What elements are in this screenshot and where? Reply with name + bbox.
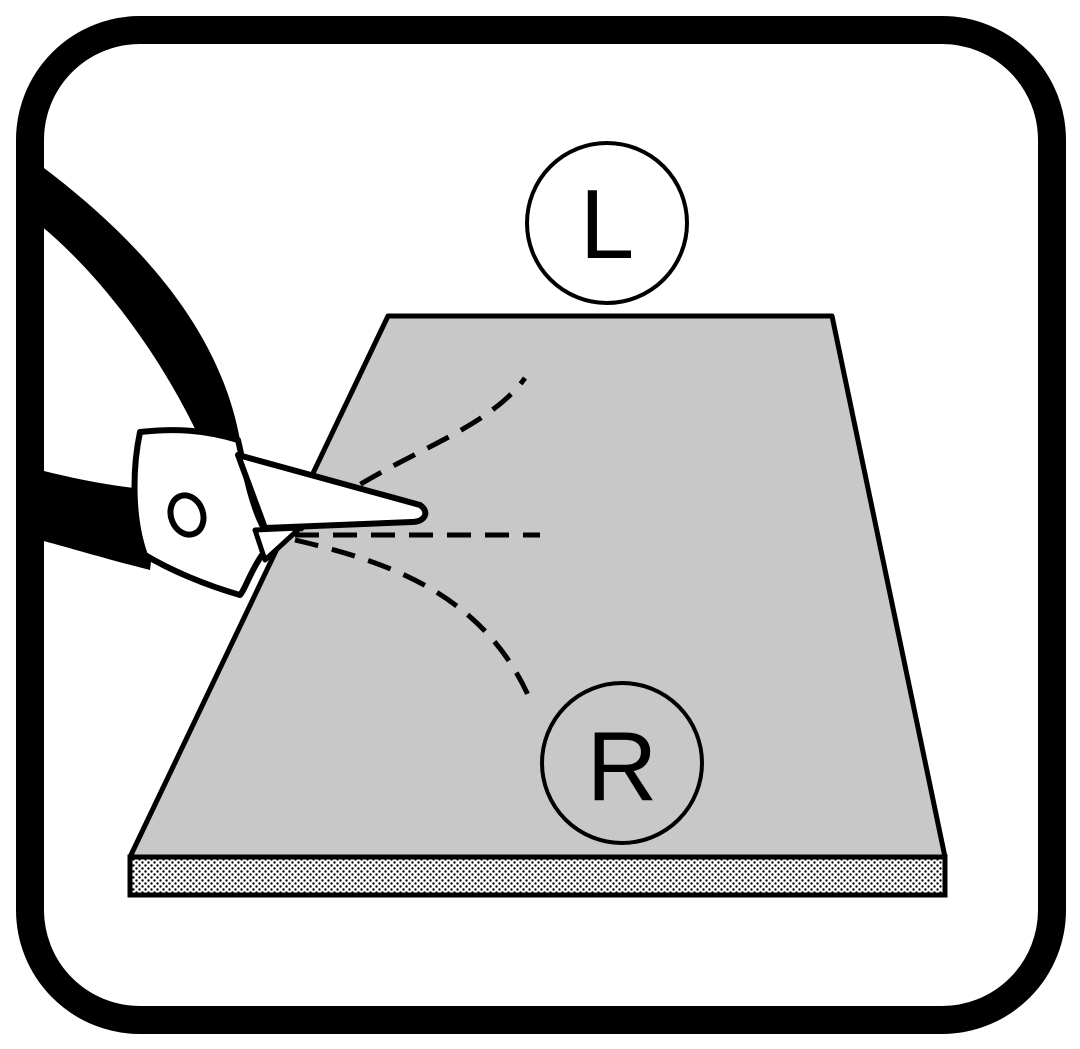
shears-lower-handle: [40, 470, 160, 570]
cut-guide-lines: [294, 376, 540, 697]
sheet-edge: [127, 854, 948, 898]
right-marker-circle: [540, 681, 704, 845]
cut-path-curve-left: [298, 376, 528, 532]
left-marker-label: L: [580, 169, 635, 279]
right-marker-label: R: [587, 711, 658, 821]
shears-lower-jaw: [252, 525, 303, 563]
left-marker-circle: [525, 141, 689, 305]
cut-path-curve-right: [294, 537, 531, 697]
shears-upper-blade: [235, 452, 429, 531]
right-marker: R: [540, 681, 704, 845]
shears-pivot: [167, 492, 207, 538]
left-marker: L: [525, 141, 689, 305]
shears-upper-handle: [40, 165, 240, 450]
shears-icon: [40, 165, 429, 598]
sheet-material: [127, 313, 948, 898]
shears-head: [131, 427, 288, 598]
